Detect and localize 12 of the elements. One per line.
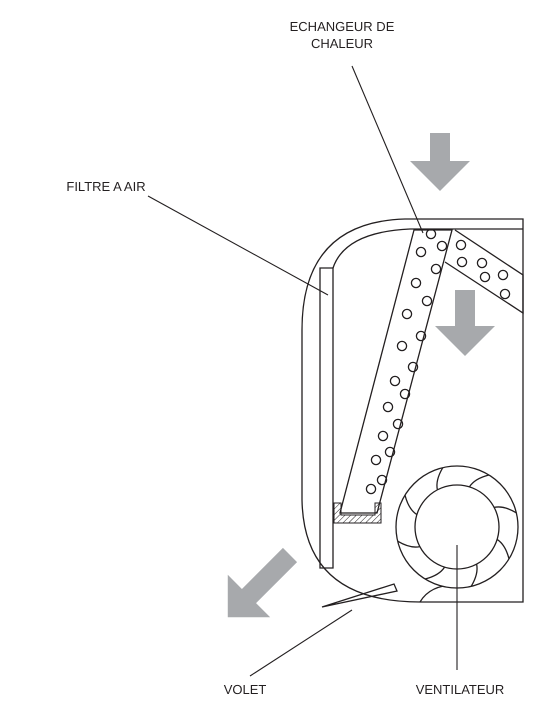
louver-flap — [321, 583, 398, 608]
part-label: VOLET — [200, 681, 290, 698]
leader-line — [250, 610, 352, 676]
air-filter — [319, 267, 334, 569]
heat-exchanger-coil — [339, 228, 524, 514]
part-label: FILTRE A AIR — [62, 178, 150, 195]
leader-line — [456, 545, 458, 670]
part-label: ECHANGEUR DE CHALEUR — [262, 18, 422, 52]
leader-line — [148, 196, 328, 296]
fan-wheel — [395, 465, 519, 589]
part-label: VENTILATEUR — [405, 681, 515, 698]
leader-line — [352, 66, 424, 234]
